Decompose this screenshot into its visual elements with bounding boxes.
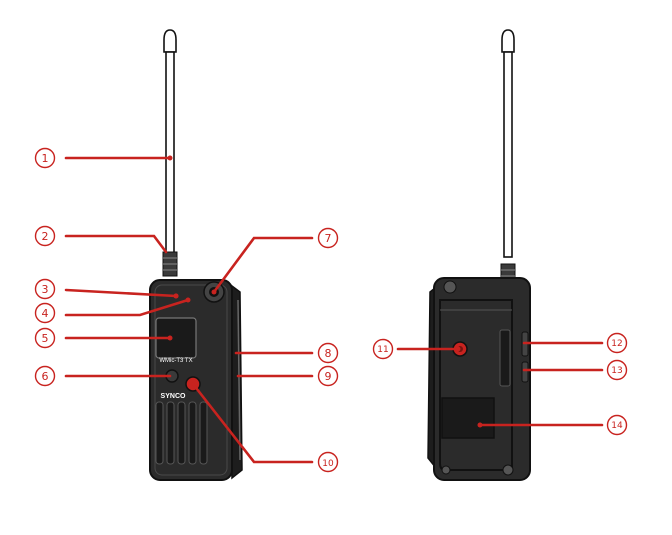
back-antenna <box>500 29 516 291</box>
brand-label: SYNCO <box>161 393 186 400</box>
callout-4: 4 <box>34 302 56 324</box>
svg-text:2: 2 <box>42 230 49 243</box>
callout-10: 10 <box>317 451 339 473</box>
svg-text:7: 7 <box>325 232 332 245</box>
leader-dots <box>167 155 483 428</box>
callout-2: 2 <box>34 225 56 247</box>
svg-text:8: 8 <box>325 347 332 360</box>
svg-text:5: 5 <box>42 332 49 345</box>
svg-text:6: 6 <box>42 370 49 383</box>
callout-13: 13 <box>606 359 628 381</box>
callout-14: 14 <box>606 414 628 436</box>
callout-9: 9 <box>317 365 339 387</box>
callout-11: 11 <box>372 338 394 360</box>
callout-8: 8 <box>317 342 339 364</box>
callout-5: 5 <box>34 327 56 349</box>
leader-lines <box>64 156 604 464</box>
back-body <box>433 277 531 481</box>
svg-text:9: 9 <box>325 370 332 383</box>
callout-6: 6 <box>34 365 56 387</box>
callout-12: 12 <box>606 332 628 354</box>
svg-text:13: 13 <box>611 366 622 376</box>
svg-text:10: 10 <box>322 459 334 469</box>
callout-1: 1 <box>34 147 56 169</box>
svg-text:1: 1 <box>42 152 49 165</box>
callout-3: 3 <box>34 278 56 300</box>
front-antenna <box>162 29 178 277</box>
svg-text:11: 11 <box>377 345 388 355</box>
svg-text:3: 3 <box>42 283 49 296</box>
svg-text:4: 4 <box>42 307 49 320</box>
vent-slots <box>155 401 208 465</box>
svg-text:14: 14 <box>611 421 623 431</box>
model-label: WMic-T3 TX <box>159 358 192 364</box>
callout-markers: 1 2 3 4 5 6 7 8 <box>34 147 628 473</box>
back-view <box>427 29 531 481</box>
front-view: WMic-T3 TX SYNCO <box>149 29 243 481</box>
svg-text:12: 12 <box>611 339 622 349</box>
callout-7: 7 <box>317 227 339 249</box>
side-switch <box>521 361 529 383</box>
